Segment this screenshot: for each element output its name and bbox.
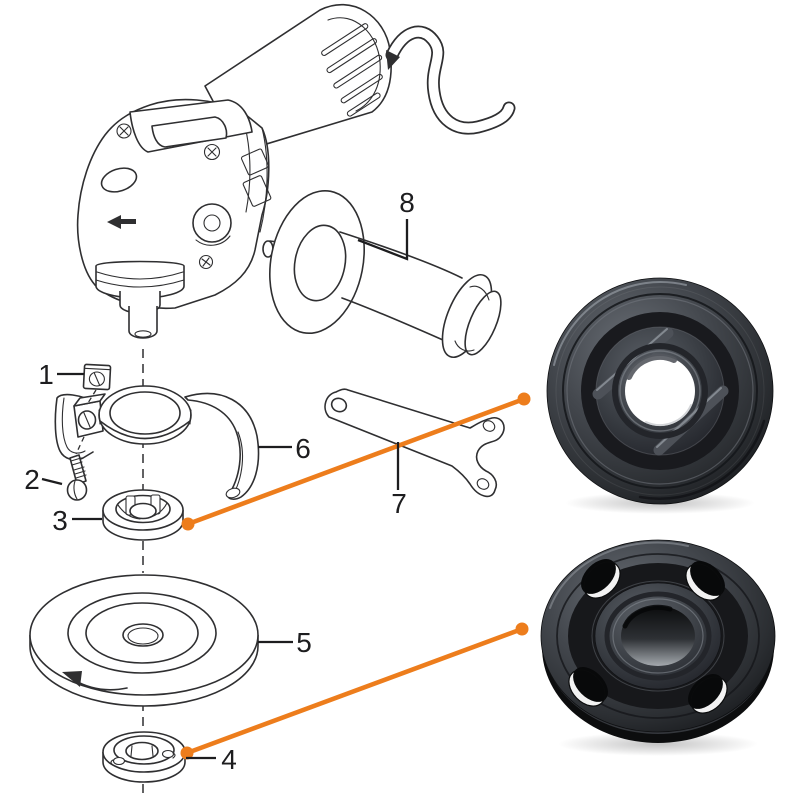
part-label-5: 5	[296, 627, 312, 658]
callout-line-top	[181, 392, 531, 531]
guard-skirt	[184, 392, 260, 500]
pin-spanner-drawing	[324, 388, 505, 498]
motor-housing	[204, 4, 392, 153]
side-handle-boss	[192, 203, 232, 246]
part-label-4: 4	[221, 744, 237, 775]
power-cord-drawing	[385, 25, 516, 135]
vent-slots	[321, 23, 383, 117]
spindle-collar	[95, 260, 185, 339]
part-label-8: 8	[399, 187, 415, 218]
flange-nut-photo-bottom	[540, 539, 776, 756]
cord-boot	[386, 50, 400, 70]
spindle-lock-button	[100, 167, 138, 193]
screw-heads	[116, 123, 221, 270]
side-handle-drawing	[262, 189, 502, 358]
clamp-screw	[66, 454, 88, 501]
flange-bolt-holes	[568, 559, 728, 714]
flange-nut-photo-top	[546, 277, 774, 514]
part-label-6: 6	[295, 433, 311, 464]
leader-lines	[41, 219, 409, 760]
angle-grinder-drawing	[76, 4, 516, 339]
grinding-disc-drawing	[29, 574, 259, 707]
part-label-1: 1	[38, 359, 54, 390]
top-paddle-switch	[129, 99, 253, 153]
gear-head	[76, 98, 272, 339]
part-label-7: 7	[391, 488, 407, 519]
lock-nut-drawing	[102, 731, 186, 783]
direction-arrow	[107, 215, 136, 229]
guard-band-ring	[98, 385, 192, 445]
callout-line-bottom	[180, 622, 529, 760]
wheel-guard-drawing	[54, 385, 260, 500]
part-labels: 1 2 3 4 5 6 7 8	[24, 187, 415, 775]
clamp-square-nut	[82, 363, 112, 391]
part-label-3: 3	[52, 505, 68, 536]
part-label-2: 2	[24, 464, 40, 495]
inner-flange-drawing	[102, 489, 184, 541]
rotation-arrow	[62, 671, 128, 691]
